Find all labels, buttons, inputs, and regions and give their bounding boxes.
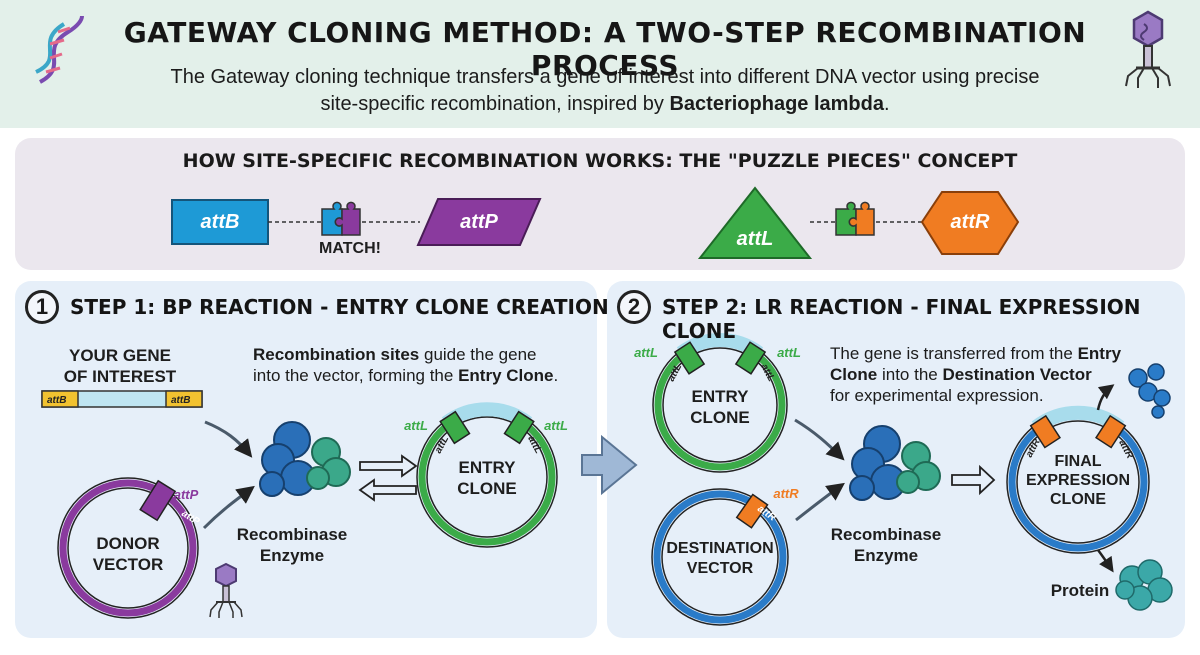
donor-site-outer-label: attP [173,487,199,502]
recombinase-enzyme-icon-1 [259,421,351,497]
step1-desc-end: . [553,366,559,385]
step2-desc-bold3: Destination Vector [942,365,1092,384]
gene-label-line2: OF INTEREST [63,367,177,386]
step1-desc-bold1: Recombination sites [253,345,420,364]
entry-clone-label-2: ENTRY CLONE [660,386,780,428]
header-banner [0,0,1200,128]
entry2-outer-right: attL [777,345,801,360]
entry1-outer-left: attL [404,418,428,433]
dna-helix-icon [35,15,84,84]
gene-label-line1: YOUR GENE [68,346,172,365]
attL-label: attL [736,228,774,250]
protein-cluster-icon-top [1128,363,1171,419]
donor-vector-plasmid [57,477,199,619]
step1-number-badge: 1 [25,290,59,324]
entry1-outer-right: attL [544,418,568,433]
entry-clone-plasmid-step1 [416,402,558,548]
transition-arrow [581,434,638,496]
step1-desc-part2: into the vector, forming the [253,366,459,385]
concept-title: HOW SITE-SPECIFIC RECOMBINATION WORKS: T… [182,150,1018,172]
gene-left-site-label: attB [47,395,66,406]
subtitle-period: . [884,93,890,115]
recombinase-label-1: Recombinase Enzyme [232,524,352,566]
step1-desc-part1: guide the gene [419,345,537,364]
step2-number-badge: 2 [617,290,651,324]
donor-label-line2: VECTOR [92,555,164,574]
final-expression-clone-label: FINAL EXPRESSION CLONE [1013,452,1143,509]
entry2-line2: CLONE [690,408,750,427]
entry-clone-label-1: ENTRY CLONE [427,457,547,499]
final-line2: EXPRESSION [1025,472,1131,489]
bacteriophage-small-icon [209,562,243,618]
step2-desc-part3: for experimental expression. [830,386,1044,405]
enzyme1-line1: Recombinase [236,525,348,544]
donor-vector-label: DONOR VECTOR [58,533,198,575]
match-label: MATCH! [319,240,381,257]
page-subtitle: The Gateway cloning technique transfers … [110,64,1100,118]
step1-panel [15,281,597,638]
step2-desc-part1: The gene is transferred from the [830,344,1078,363]
attB-box [171,199,269,245]
dest-site-outer-label: attR [773,486,799,501]
subtitle-line1: The Gateway cloning technique transfers … [170,66,1040,88]
entry1-line2: CLONE [457,479,517,498]
puzzle-piece-icon-bp [321,201,361,236]
attL-triangle [697,186,813,259]
entry2-line1: ENTRY [691,387,749,406]
step2-title: STEP 2: LR REACTION - FINAL EXPRESSION C… [662,295,1141,343]
step2-desc-bold2: Clone [830,365,878,384]
gene-of-interest-label: YOUR GENE OF INTEREST [40,345,200,387]
protein-icon [1115,559,1173,611]
entry2-outer-left: attL [634,345,658,360]
page-title: GATEWAY CLONING METHOD: A TWO-STEP RECOM… [123,16,1087,82]
final-expression-clone-plasmid [1006,405,1150,554]
step2-desc-part2: into the [877,365,943,384]
enzyme2-line2: Enzyme [853,546,919,565]
donor-label-line1: DONOR [96,534,160,553]
attP-label: attP [460,211,498,233]
dest-line2: VECTOR [686,560,754,577]
entry1-line1: ENTRY [458,458,516,477]
recombinase-label-2: Recombinase Enzyme [826,524,946,566]
gene-right-site-label: attB [171,395,190,406]
destination-vector-plasmid [651,488,789,626]
step1-desc-bold2: Entry Clone [458,366,554,385]
recombinase-enzyme-icon-2 [849,425,941,501]
step1-description: Recombination sites guide the gene into … [253,344,583,386]
step2-description: The gene is transferred from the Entry C… [830,343,1130,406]
enzyme1-line2: Enzyme [259,546,325,565]
equilibrium-arrows [358,454,418,502]
attP-parallelogram [416,198,542,246]
final-line1: FINAL [1054,453,1102,470]
attB-label: attB [200,211,240,233]
enzyme2-line1: Recombinase [830,525,942,544]
attR-hexagon [920,191,1020,255]
gene-of-interest-bar [41,390,203,408]
attR-label: attR [950,211,990,233]
entry-clone-plasmid-step2 [652,333,788,473]
subtitle-line2: site-specific recombination, inspired by [320,93,670,115]
step2-desc-bold1: Entry [1077,344,1122,363]
subtitle-bold: Bacteriophage lambda [669,93,884,115]
puzzle-piece-icon-lr [835,201,875,236]
bacteriophage-icon [1125,10,1171,88]
dest-line1: DESTINATION [666,540,774,557]
step1-title: STEP 1: BP REACTION - ENTRY CLONE CREATI… [70,295,609,319]
protein-label: Protein [1050,581,1110,600]
final-line3: CLONE [1050,491,1106,508]
destination-vector-label: DESTINATION VECTOR [650,539,790,579]
